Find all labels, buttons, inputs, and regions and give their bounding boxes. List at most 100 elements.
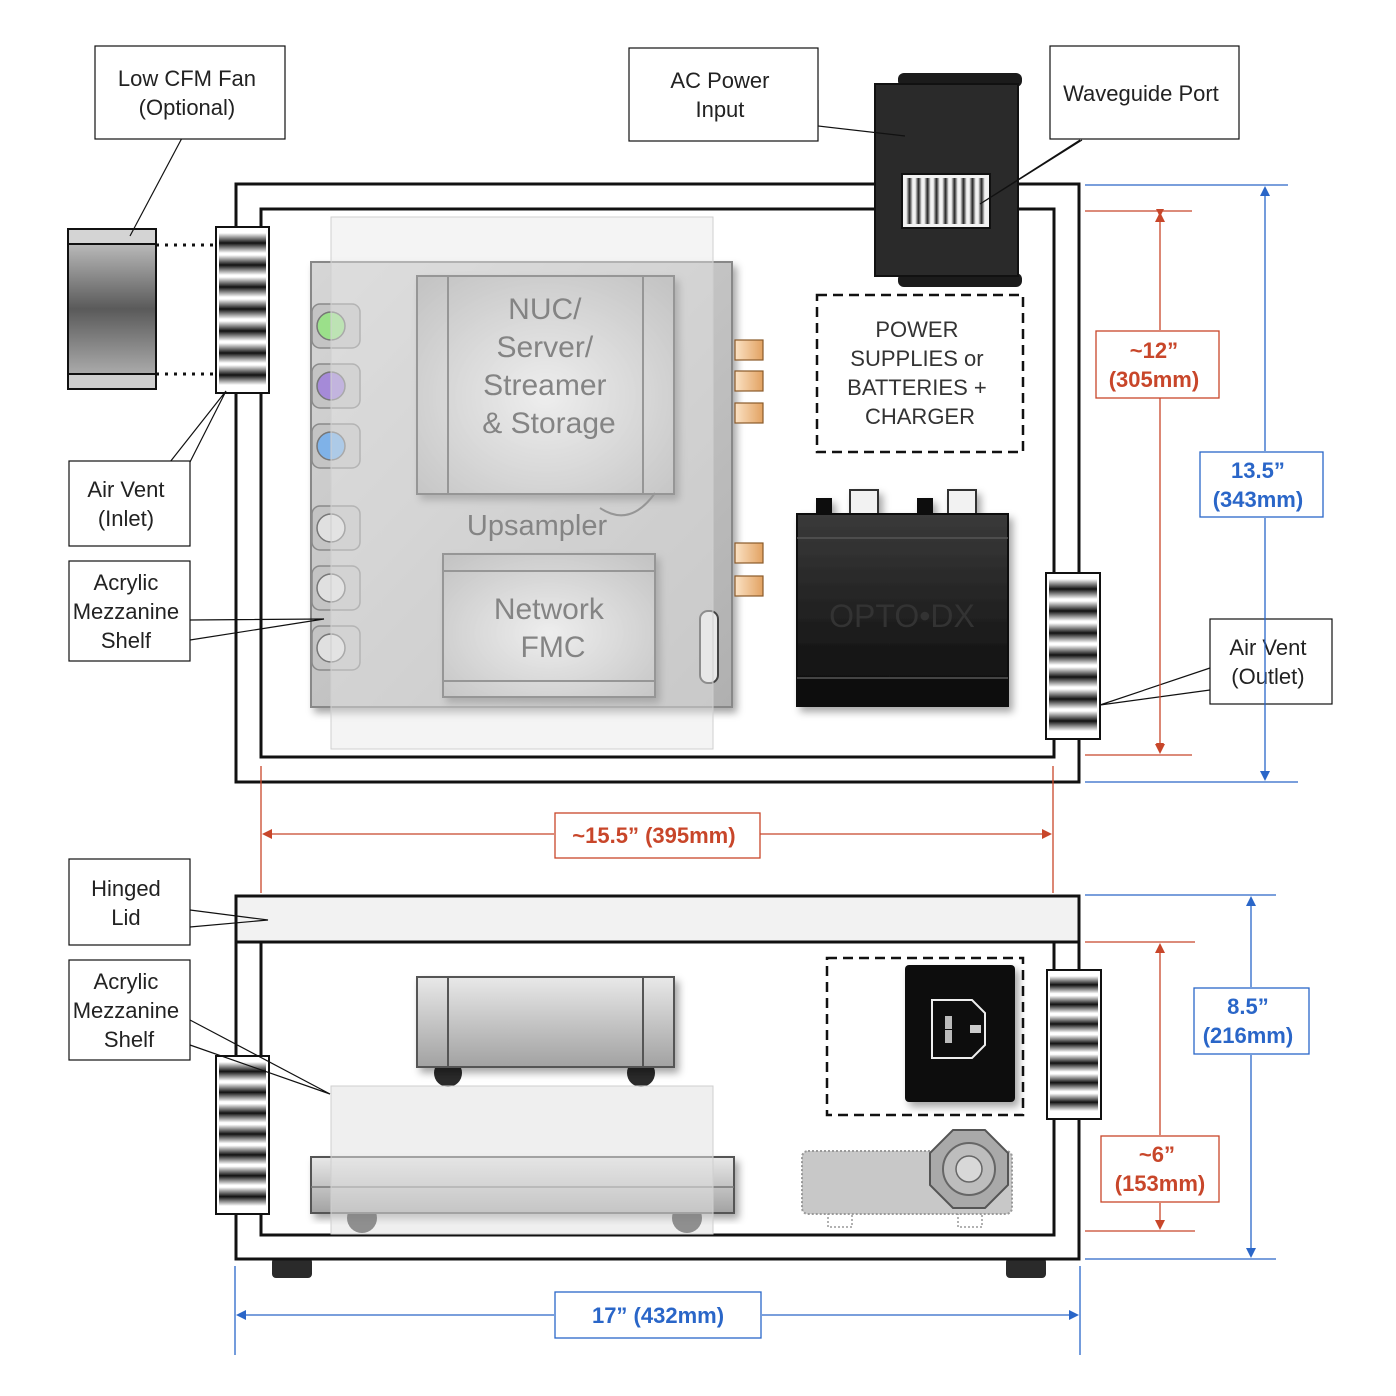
feet-left [272,1258,312,1278]
upsampler-curve [599,492,656,517]
svg-text:NUC/ Server/ Strea: NUC/ Server/ Streamer & Storage [482,293,615,440]
svg-text:Network FMC: Network FMC [494,593,612,664]
dim-inner-height-box [1100,1135,1220,1203]
callouts [68,45,1333,1095]
svg-text:POWER SUPPLIES or: POWER SUPPLIES or BATTERIES + CHARGER [847,317,993,429]
dim-inner-height-line-1: ~6” [1139,1142,1175,1167]
vent-fin [1050,976,1098,994]
callout-shelf-top-box [68,560,191,662]
callout-shelf-front-line-3: Shelf [104,1027,155,1052]
dimension-lines [234,184,1298,1355]
top-view: NUC/ Server/ Streamer & Storage Upsample… [67,73,1101,784]
dim-inner-height-line-2: (153mm) [1115,1171,1205,1196]
dim-outer-height-line-2: (216mm) [1203,1023,1293,1048]
svg-text:13.5” (343mm) 8.5”: 13.5” (343mm) 8.5” (216mm) 17” (432mm) [592,458,1309,1328]
acrylic-shelf-top [330,216,714,750]
dim-outer-height-line-1: 8.5” [1227,994,1269,1019]
dimension-boxes [554,330,1324,1339]
vent-fin [219,343,266,363]
callout-shelf-front-line-1: Acrylic [94,969,159,994]
side-connector [734,339,764,361]
front-view [215,894,1102,1278]
dim-inner-depth-line-1: ~12” [1130,338,1178,363]
vent-fin [219,1187,266,1206]
chassis-connectors [734,339,764,597]
upsampler-label: Upsampler [467,510,608,542]
callout-shelf-front-line-2: Mezzanine [73,998,179,1023]
nuc-label-line-3: Streamer [483,369,606,402]
callout-vent-outlet-box [1209,618,1333,705]
callout-fan-line-1: Low CFM Fan [118,66,256,91]
callout-shelf-front-box [68,959,191,1061]
vent-fin [219,1166,266,1186]
network-label-line-2: FMC [521,631,586,664]
vent-fin [219,1062,266,1081]
front-buttons [311,303,361,671]
power-label-line-2: SUPPLIES or [850,346,983,371]
callout-lid-line-2: Lid [111,905,140,930]
waveguide-fin [942,178,949,224]
vent-fin [219,1103,266,1123]
power-label-line-1: POWER [875,317,958,342]
waveguide-fin [978,178,985,224]
vent-fin [219,299,266,319]
callout-vent-inlet-box [68,460,191,547]
vent-fin [1049,645,1097,665]
air-vent-inlet-top [215,226,270,394]
network-fmc-box [442,553,656,698]
callout-ac-power-box [628,47,819,142]
callout-lid-line-1: Hinged [91,876,161,901]
callout-shelf-top-line-1: Acrylic [94,570,159,595]
power-label-line-4: CHARGER [865,404,975,429]
callout-ac-line-1: AC Power [670,68,769,93]
transformer-unit [801,1129,1013,1228]
side-connector [734,542,764,564]
iec-socket [905,965,1015,1102]
callout-shelf-top-line-2: Mezzanine [73,599,179,624]
callout-fan-line-2: (Optional) [139,95,236,120]
waveguide-fin [960,178,967,224]
vent-fin [1050,1093,1098,1111]
nuc-box [416,275,675,495]
callout-waveguide-line-1: Waveguide Port [1063,81,1219,106]
dim-inner-width: ~15.5” (395mm) [572,823,735,848]
feet-right [1006,1258,1046,1278]
air-vent-outlet-top [1045,572,1101,740]
dim-inner-depth-line-2: (305mm) [1109,367,1199,392]
svg-text:~12” (305mm) ~15.5” (3: ~12” (305mm) ~15.5” (395mm) ~6” (153mm) [572,338,1205,1196]
vent-fin [219,233,266,253]
vent-fin [1049,623,1097,643]
waveguide-fin [924,178,931,224]
callout-outlet-line-2: (Outlet) [1231,664,1304,689]
vent-fin [1049,579,1097,599]
dim-inner-depth-box [1095,330,1220,399]
dim-outer-width-box [554,1291,762,1339]
dim-outer-depth-line-2: (343mm) [1213,487,1303,512]
vent-fin [219,321,266,341]
callout-inlet-line-1: Air Vent [87,477,164,502]
vent-fin [1049,667,1097,687]
vent-fin [219,1082,266,1102]
side-connector [734,370,764,392]
callout-ac-line-2: Input [695,97,744,122]
callout-outlet-line-1: Air Vent [1229,635,1306,660]
callout-shelf-top-line-3: Shelf [101,628,152,653]
power-supplies-area [815,293,1025,454]
side-connector [734,575,764,597]
vent-fin [1050,1054,1098,1072]
vent-fin [219,1145,266,1165]
callout-hinged-lid-box [68,858,191,946]
dim-outer-width: 17” (432mm) [592,1303,724,1328]
vent-fin [219,365,266,385]
dim-inner-width-box [554,812,761,859]
front-upper-unit [416,976,675,1087]
dim-outer-depth-box [1199,451,1324,518]
vent-fin [219,1124,266,1144]
vent-fin [219,277,266,297]
vent-fin [1050,1073,1098,1092]
hinged-lid-body [234,894,1081,944]
nuc-label-line-4: & Storage [482,407,615,440]
callout-inlet-line-2: (Inlet) [98,506,154,531]
dim-outer-height-box [1193,987,1310,1055]
